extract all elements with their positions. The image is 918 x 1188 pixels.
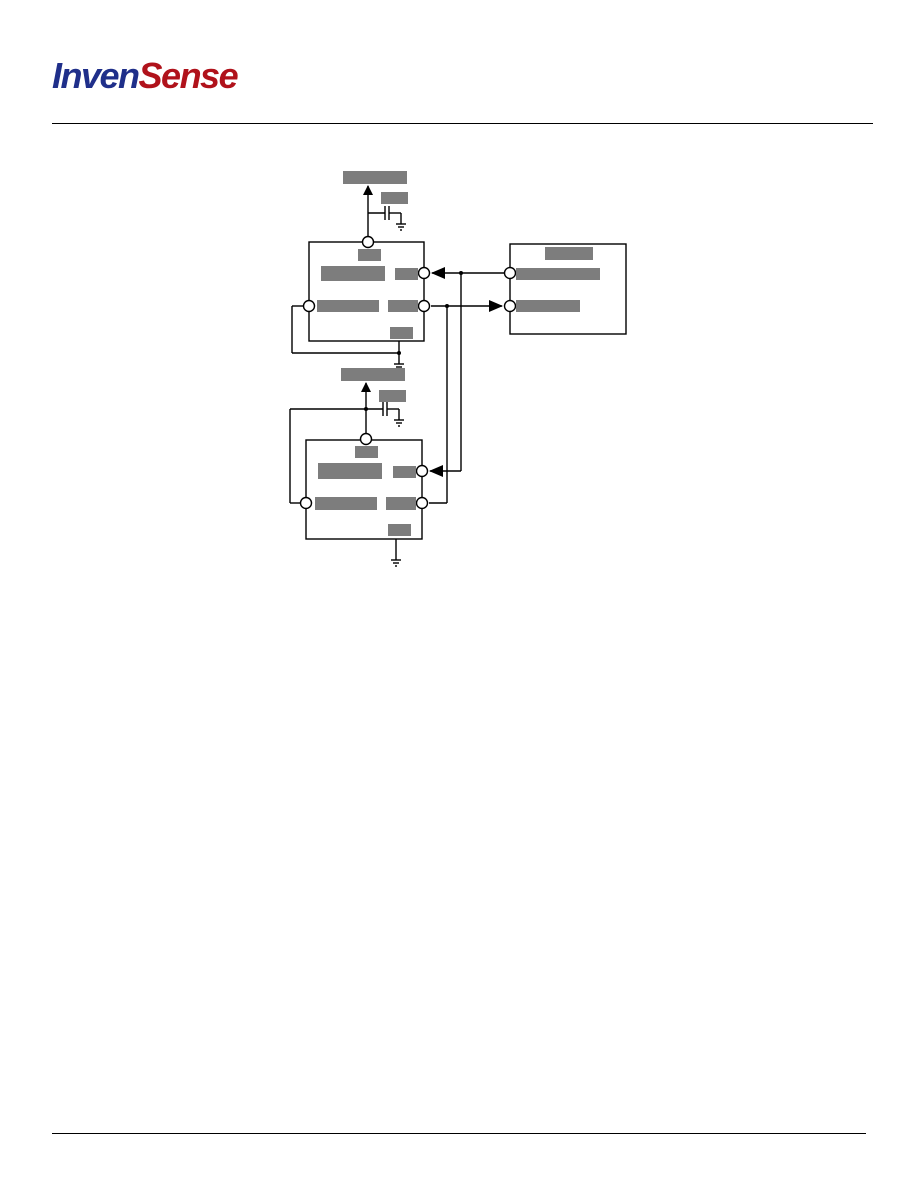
lower-ad0-label bbox=[315, 497, 377, 510]
lower-part-label bbox=[318, 463, 382, 479]
host-box bbox=[509, 243, 627, 335]
bus-wiring bbox=[429, 267, 504, 504]
lower-scl-label bbox=[393, 466, 416, 478]
upper-ad0-label bbox=[317, 300, 379, 312]
upper-gnd-label bbox=[390, 327, 413, 339]
lower-gnd-label bbox=[388, 524, 411, 536]
host-scl-pin bbox=[503, 266, 517, 280]
logo-part-2: Sense bbox=[138, 55, 239, 96]
lower-vdd-label bbox=[355, 446, 378, 458]
lower-ad0-pin bbox=[299, 496, 313, 510]
redacted-labels bbox=[315, 171, 600, 536]
upper-ad0-pin bbox=[302, 299, 316, 313]
junction-lower-vdd bbox=[364, 407, 368, 411]
upper-cap-label bbox=[381, 192, 408, 204]
lower-supply-label bbox=[341, 368, 405, 381]
host-sda-pin bbox=[503, 299, 517, 313]
upper-device bbox=[291, 185, 425, 371]
upper-scl-pin bbox=[417, 266, 431, 280]
footer-rule bbox=[52, 1133, 866, 1134]
inven-sense-logo: InvenSense bbox=[52, 55, 239, 96]
logo-part-1: Inven bbox=[52, 55, 140, 96]
lower-sda-pin bbox=[415, 496, 429, 510]
junction-scl bbox=[459, 271, 463, 275]
upper-part-label bbox=[321, 266, 385, 281]
header-rule bbox=[52, 123, 873, 124]
upper-supply-label bbox=[343, 171, 407, 184]
host-controller bbox=[509, 243, 627, 335]
junction-upper-gnd bbox=[397, 351, 401, 355]
junction-sda bbox=[445, 304, 449, 308]
lower-scl-pin bbox=[415, 464, 429, 478]
upper-sda-pin bbox=[417, 299, 431, 313]
upper-sda-label bbox=[388, 300, 418, 312]
lower-cap-label bbox=[379, 390, 406, 402]
host-title-label bbox=[545, 247, 593, 260]
host-sda-label bbox=[516, 300, 580, 312]
lower-vdd-pin bbox=[359, 432, 373, 446]
lower-sda-label bbox=[386, 497, 416, 510]
upper-vdd-label bbox=[358, 249, 381, 261]
upper-scl-label bbox=[395, 268, 418, 280]
upper-vdd-pin bbox=[361, 235, 375, 249]
host-scl-label bbox=[516, 268, 600, 280]
